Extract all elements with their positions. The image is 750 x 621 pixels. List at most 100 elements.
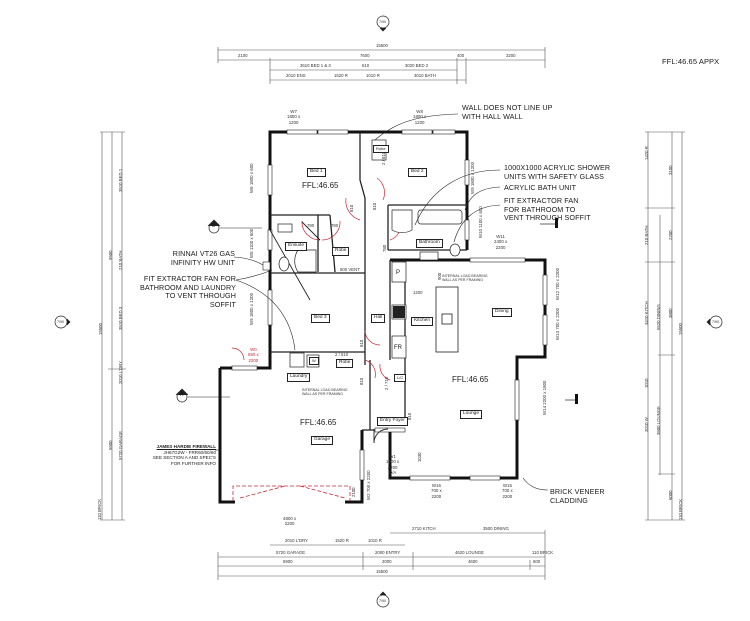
ffl-bed1: FFL:46.65 — [302, 181, 339, 190]
door-dim-bed2: 810 — [372, 202, 377, 210]
ffl-approx-label: FFL:46.65 APPX — [662, 57, 720, 66]
room-bed2: Bed 2 — [408, 168, 427, 177]
window-w2: W2 700 x 2200 — [366, 470, 371, 500]
note-firewall: JAMES HARDIE FIREWALL JH67G2W - FRR60/60… — [152, 444, 216, 466]
right-section-label: 7/90 — [712, 320, 719, 324]
door-dim-robe: 780 — [331, 223, 339, 228]
washing-machine-label: W — [309, 357, 319, 365]
door-leaves — [269, 221, 389, 444]
door-dim-hall: 810 — [359, 377, 364, 385]
room-kitchen: Kitchen — [411, 317, 433, 326]
left-dimension-lines — [100, 131, 126, 521]
bottom-section-label: 7/90 — [379, 599, 386, 603]
section-markers — [54, 15, 723, 608]
left-dim-9500: 9500 — [108, 250, 113, 260]
right-overall-dim: 15500 — [678, 323, 683, 335]
right-dim-r: 1420 R — [644, 146, 649, 160]
room-laundry: Laundry — [287, 373, 311, 382]
window-w12: W12 700 x 2200 — [555, 267, 560, 300]
right-dim-3100: 3100 — [668, 165, 673, 175]
bottom-dimension-lines — [217, 530, 546, 580]
door-dim-bath: 780 — [382, 244, 387, 252]
bathroom-fixtures — [277, 139, 463, 368]
note-internal-load-kitchen: INTERNAL LOAD BEARING WALL AS PER FRAMIN… — [442, 274, 488, 283]
right-dim-bath: 210 BATH — [644, 225, 649, 245]
right-dim-brick: 110 BRICK — [678, 498, 683, 520]
window-w10: W10 1100 x 600 — [478, 206, 483, 238]
right-dim-3800: 3800 — [668, 308, 673, 318]
top-overall-dim: 15500 — [376, 43, 388, 48]
section-b-label: B — [212, 223, 216, 229]
bottom-dim-kitch: 2710 KITCH — [412, 526, 436, 531]
bottom-dim-ldry: 2010 L'DRY — [285, 538, 308, 543]
door-dim-foyer: 1030 — [417, 452, 422, 462]
door-dim-robe-top: 2 / 810 — [381, 151, 386, 165]
bottom-dim-4600: 4600 — [468, 559, 478, 564]
bottom-dim-600: 600 — [533, 559, 541, 564]
note-rinnai-hw: RINNAI VT26 GAS INFINITY HW UNIT — [170, 249, 235, 267]
left-dim-ldry: 2010 L'DRY — [118, 361, 123, 384]
left-dim-bed3: 3510 BED 3 — [118, 306, 123, 330]
window-w5: W5 1100 x 600 — [249, 228, 254, 258]
door-dim-bed3: 810 — [359, 339, 364, 347]
right-dim-w: 2010 W — [644, 417, 649, 432]
room-garage: Garage — [311, 436, 333, 445]
left-section-label: 7/90 — [57, 320, 64, 324]
door-dim-robe3: 2 / 510 — [335, 352, 349, 357]
room-hall: Hall — [371, 314, 386, 323]
door-dim-ensuite: 780 — [307, 223, 315, 228]
bottom-dim-garage: 5720 GARAGE — [276, 550, 306, 555]
bottom-dim-1520r: 1520 R — [335, 538, 349, 543]
room-bathroom: Bathroom — [416, 239, 443, 248]
window-w14: W14 2200 x 1800 — [542, 380, 547, 415]
section-a-label: A — [180, 392, 184, 398]
cooktop — [393, 306, 405, 318]
room-bed1: Bed 1 — [307, 168, 326, 177]
room-dining: Dining — [492, 308, 512, 317]
top-dim-2: 7600 — [360, 53, 370, 58]
top-section-label: 7/90 — [379, 20, 386, 24]
room-entry-foyer: Entry Foyer — [377, 417, 408, 426]
note-bathroom-fan: FIT EXTRACTOR FAN FOR BATHROOM TO VENT T… — [504, 196, 591, 222]
top-dim-1520r: 1520 R — [334, 73, 348, 78]
bottom-dim-5900: 5900 — [283, 559, 293, 564]
kitchen-bench — [391, 251, 439, 359]
note-shower-units: 1000x1000 ACRYLIC SHOWER UNITS WITH SAFE… — [504, 163, 611, 181]
ffl-garage: FFL:46.65 — [300, 418, 337, 427]
top-dim-bed13: 3610 BED 1 & 3 — [300, 63, 331, 68]
right-dim-lounge: 3500 LOUNGE — [656, 406, 661, 435]
door-dim-bed1: 810 — [349, 204, 354, 212]
bottom-dim-2000: 2000 — [382, 559, 392, 564]
left-dim-5900: 5900 — [108, 440, 113, 450]
left-dim-bed1: 3510 BED 1 — [118, 168, 123, 192]
note-laundry-fan: FIT EXTRACTOR FAN FOR BATHROOM AND LAUND… — [140, 274, 236, 309]
right-dim-2200: 2200 — [668, 230, 673, 240]
top-dim-3: 400 — [457, 53, 465, 58]
room-robe-bed3: Robe — [336, 359, 354, 368]
door-swings — [231, 177, 401, 381]
garage-door-swing — [232, 485, 351, 501]
linen-label: L/C — [394, 374, 407, 382]
left-dim-garage: 5720 GARAGE — [118, 430, 123, 460]
bottom-dim-entry: 2000 ENTRY — [375, 550, 401, 555]
pantry-label: P — [396, 270, 401, 276]
hw-unit-box — [262, 261, 271, 271]
top-dim-bath: 3010 BATH — [414, 73, 436, 78]
note-internal-load-hall: INTERNAL LOAD BEARING WALL AS PER FRAMIN… — [302, 388, 348, 397]
bottom-dim-1010r: 1010 R — [368, 538, 382, 543]
top-dim-bed2: 3020 BED 2 — [405, 63, 429, 68]
vent-dim: 500 VENT — [340, 267, 360, 272]
top-dim-1010r: 1010 R — [366, 73, 380, 78]
top-dim-610: 610 — [362, 63, 370, 68]
room-ensuite: Ensuite — [285, 242, 307, 251]
right-dim-dining: 5520 DINING — [656, 304, 661, 330]
left-dim-bath: 210 BATH — [118, 250, 123, 270]
